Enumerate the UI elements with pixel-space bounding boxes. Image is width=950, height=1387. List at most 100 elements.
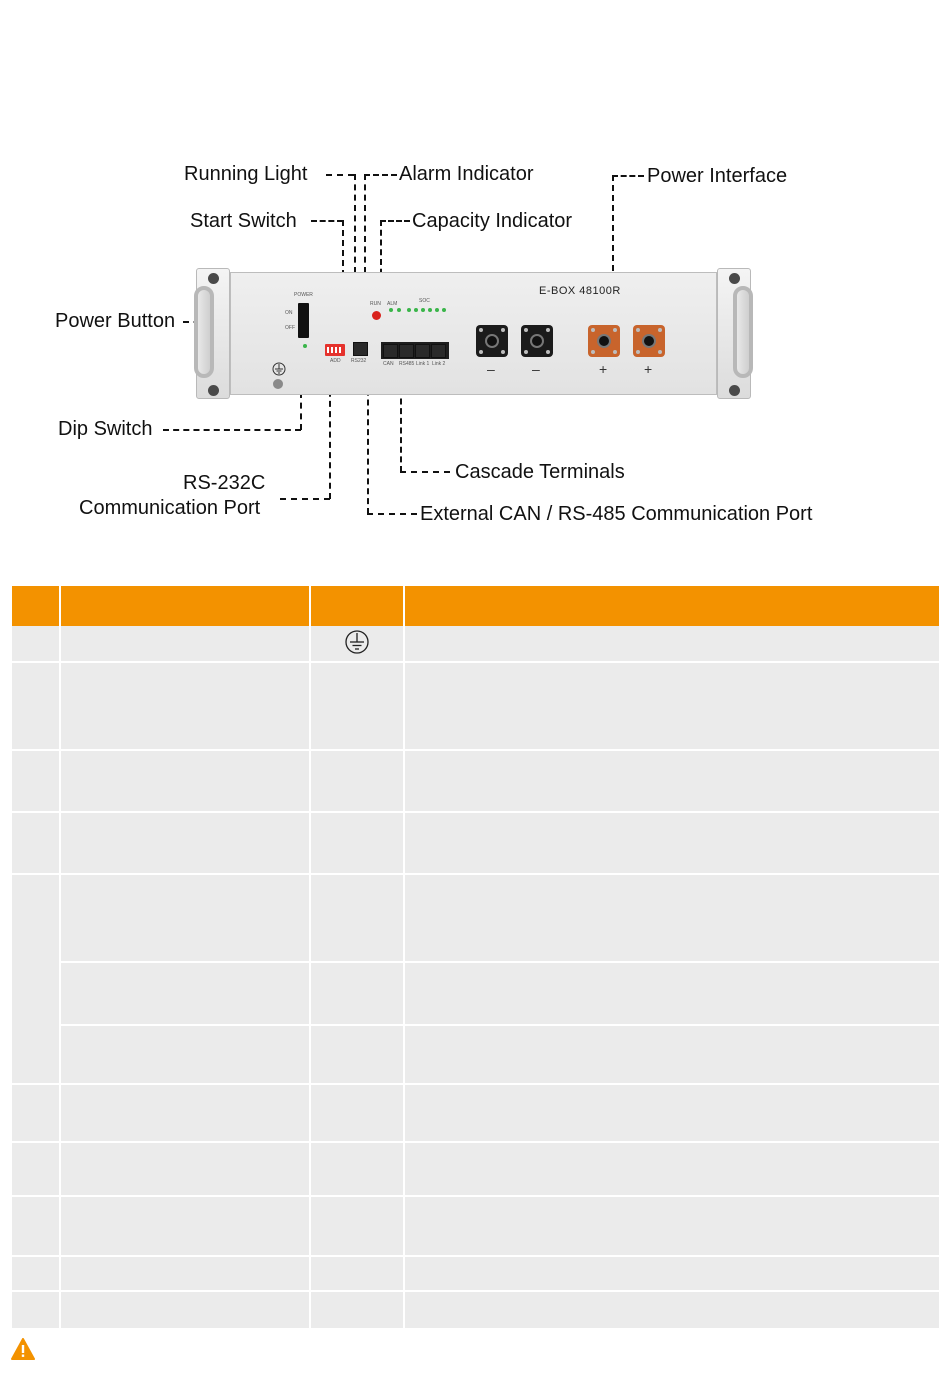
leader-start-switch (311, 220, 343, 222)
callout-running-light: Running Light (184, 163, 308, 185)
off-mark: OFF (285, 325, 295, 331)
power-button[interactable] (298, 303, 309, 338)
table-cell (404, 812, 939, 875)
callout-external-can: External CAN / RS-485 Communication Port (420, 503, 813, 525)
can-port[interactable] (383, 344, 398, 358)
terminal-bolt (591, 350, 595, 354)
table-cell (310, 662, 405, 751)
table-row (12, 874, 939, 1085)
table-cell (404, 750, 939, 813)
terminal-bolt (636, 328, 640, 332)
terminal-bolt (636, 350, 640, 354)
leader-capacity (380, 220, 410, 222)
alarm-indicator (397, 308, 401, 312)
table-row (12, 1142, 939, 1197)
table-cell (60, 1291, 311, 1330)
table-cell (60, 874, 311, 963)
table-cell (12, 1256, 61, 1292)
terminal-bolt (613, 350, 617, 354)
leader-capacity-v (380, 220, 382, 304)
table-cell (404, 1025, 939, 1085)
leader-running-light-v (354, 174, 356, 304)
mount-hole (729, 273, 740, 284)
leader-running-light (326, 174, 354, 176)
positive-terminal[interactable] (633, 325, 665, 357)
terminal-bolt (479, 350, 483, 354)
leader-dip-switch (163, 429, 301, 431)
terminal-bolt (613, 328, 617, 332)
table-cell (310, 874, 405, 963)
front-plate: E-BOX 48100R POWER ON OFF RUN ALM SOC AD… (230, 272, 717, 395)
leader-cascade (400, 471, 450, 473)
leader-power-interface-v (612, 175, 614, 321)
mount-hole (208, 385, 219, 396)
warning-icon (11, 1338, 35, 1360)
table-row (12, 1291, 939, 1330)
table-row (12, 626, 939, 663)
link1-mark: Link 1 (416, 361, 430, 367)
table-cell (12, 1142, 61, 1197)
table-cell (310, 1084, 405, 1143)
negative-terminal[interactable] (476, 325, 508, 357)
table-cell (404, 1084, 939, 1143)
leader-external-can-v (367, 360, 369, 514)
leader-alarm (364, 174, 397, 176)
table-cell (404, 1142, 939, 1197)
ground-stud[interactable] (273, 379, 283, 389)
terminal-core (530, 334, 544, 348)
rs232-port[interactable] (353, 342, 368, 356)
table-cell (310, 1256, 405, 1292)
terminal-core (642, 334, 656, 348)
leader-start-switch-v (342, 220, 344, 306)
on-mark: ON (285, 310, 293, 316)
plus-mark: + (599, 361, 608, 377)
interface-spec-table (12, 586, 939, 1330)
table-cell (12, 1084, 61, 1143)
table-cell (12, 812, 61, 875)
negative-terminal[interactable] (521, 325, 553, 357)
table-row (12, 962, 939, 1026)
table-cell (60, 962, 311, 1026)
can-mark: CAN (383, 361, 394, 367)
terminal-bolt (479, 328, 483, 332)
mount-hole (208, 273, 219, 284)
table-cell (404, 874, 939, 963)
alm-mark: ALM (387, 301, 398, 307)
table-cell (60, 812, 311, 875)
leader-dip-switch-v (300, 360, 302, 430)
plus-mark: + (644, 361, 653, 377)
table-cell (60, 1256, 311, 1292)
table-cell (12, 626, 61, 663)
link2-mark: Link 2 (432, 361, 446, 367)
add-mark: ADD (330, 358, 341, 364)
soc-mark: SOC (419, 298, 430, 304)
leader-external-can (367, 513, 417, 515)
table-cell (404, 1196, 939, 1257)
start-switch[interactable] (372, 311, 381, 320)
table-row (12, 1084, 939, 1143)
table-row (12, 812, 939, 875)
link2-port[interactable] (431, 344, 446, 358)
handle-right[interactable] (733, 286, 753, 378)
capacity-led (428, 308, 432, 312)
table-cell (404, 626, 939, 663)
table-cell (60, 1025, 311, 1085)
header-cell (12, 586, 61, 626)
link1-port[interactable] (415, 344, 430, 358)
minus-mark: – (532, 361, 540, 377)
table-row (12, 1025, 939, 1085)
callout-power-button: Power Button (55, 310, 176, 332)
table-cell (310, 1025, 405, 1085)
table-cell (404, 1291, 939, 1330)
terminal-bolt (524, 350, 528, 354)
dip-switch[interactable] (325, 344, 345, 356)
battery-front-panel: E-BOX 48100R POWER ON OFF RUN ALM SOC AD… (194, 268, 753, 399)
rs485-port[interactable] (399, 344, 414, 358)
table-cell (310, 1142, 405, 1197)
table-cell (404, 1256, 939, 1292)
positive-terminal[interactable] (588, 325, 620, 357)
table-cell (60, 1084, 311, 1143)
terminal-core (597, 334, 611, 348)
handle-left[interactable] (194, 286, 214, 378)
terminal-bolt (546, 350, 550, 354)
